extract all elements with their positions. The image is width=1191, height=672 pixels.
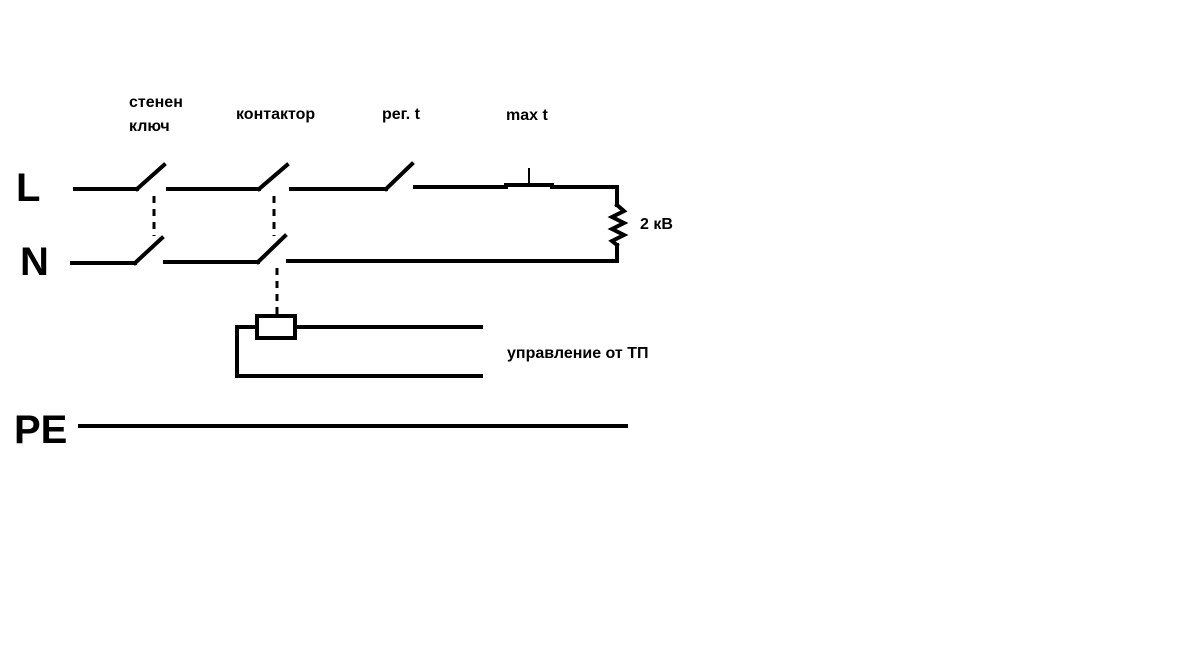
contactor-label: контактор: [236, 106, 315, 123]
switch-linkages: [152, 196, 279, 314]
bus-label-l: L: [16, 166, 40, 210]
thermostat-label: рег. t: [382, 106, 421, 123]
heater-rating-label: 2 кВ: [640, 216, 673, 233]
max-thermostat-label: max t: [506, 107, 548, 124]
contactor-coil-circuit: [235, 314, 483, 378]
wall-switch-label-line2: ключ: [129, 118, 170, 135]
wall-switch-label-line1: стенен: [129, 94, 183, 111]
control-label: управление от ТП: [507, 345, 648, 362]
bus-label-n: N: [20, 240, 49, 284]
bus-label-pe: PE: [14, 408, 67, 452]
heater-resistor: [607, 185, 629, 263]
l-line-wiring: [73, 161, 619, 192]
n-line-wiring: [70, 233, 619, 266]
